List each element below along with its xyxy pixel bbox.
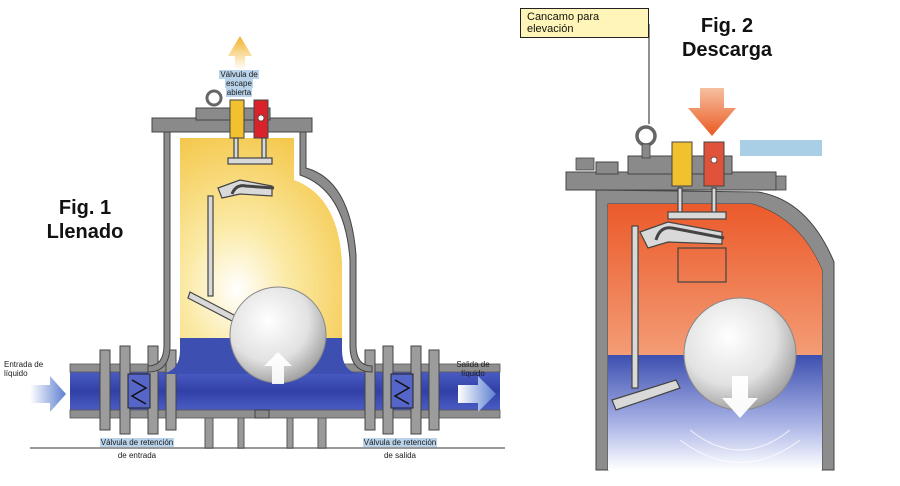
outlet-check-label-line1: Válvula de retención [362,438,438,447]
inlet-check-label-line1: Válvula de retención [99,438,175,447]
inlet-check-label: Válvula de retención de entrada [92,438,182,460]
inlet-check-label-line2: de entrada [117,451,157,460]
vent-valve-label: Válvula de escape abierta [206,70,272,97]
fig1-casing [147,121,373,373]
fig2-motive-valve [703,141,725,187]
fig1-inlet-check-valve [127,373,151,409]
fig1-vent-valve [229,99,245,139]
vent-valve-label-line2: escape [225,79,253,88]
outlet-label: Salida de líquido [448,360,498,378]
fig2-title: Fig. 2 Descarga [672,14,782,62]
fig1-float-up-arrow [264,352,292,384]
inlet-label-line1: Entrada de [4,360,44,369]
fig1-lifting-eye [205,89,223,107]
inlet-label-line2: líquido [4,369,28,378]
fig2-ripples [679,429,801,463]
lifting-eye-callout-line1: Cancamo para [527,11,600,23]
vent-valve-label-line1: Válvula de [219,70,259,79]
fig1-inlet-arrow [30,376,66,412]
fig1-title-line1: Fig. 1 [58,197,112,219]
fig2-vent-valve [671,141,693,187]
outlet-check-label-line2: de salida [383,451,417,460]
fig1-pump [30,36,505,449]
fig2-lifting-eye [635,125,657,147]
fig2-indicator [740,140,822,156]
fig1-outlet-arrow [458,376,496,412]
fig1-vent-arrow [228,36,252,70]
outlet-check-label: Válvula de retención de salida [354,438,446,460]
fig2-title-line1: Fig. 2 [700,15,754,37]
fig1-mechanism [187,137,275,323]
fig2-top-cover [565,171,777,191]
fig2-float-down-arrow [722,376,758,418]
fig1-pipe-wall-bottom [69,409,501,419]
fig2-mechanism [611,187,727,411]
fig1-title-line2: Llenado [46,221,124,243]
fig1-drain-plug [254,409,270,419]
lifting-eye-callout: Cancamo para elevación [520,8,649,38]
outlet-label-line2: líquido [461,369,485,378]
fig1-title: Fig. 1 Llenado [40,196,130,244]
fig2-pump [565,24,835,471]
vent-valve-label-line3: abierta [225,88,253,97]
fig1-outlet-check-valve [390,373,414,409]
fig2-motive-arrow [688,88,736,136]
lifting-eye-callout-line2: elevación [527,23,574,35]
fig2-title-line2: Descarga [681,39,773,61]
inlet-label: Entrada de líquido [4,360,56,378]
outlet-label-line1: Salida de [456,360,490,369]
fig2-flange-tab [575,157,595,171]
